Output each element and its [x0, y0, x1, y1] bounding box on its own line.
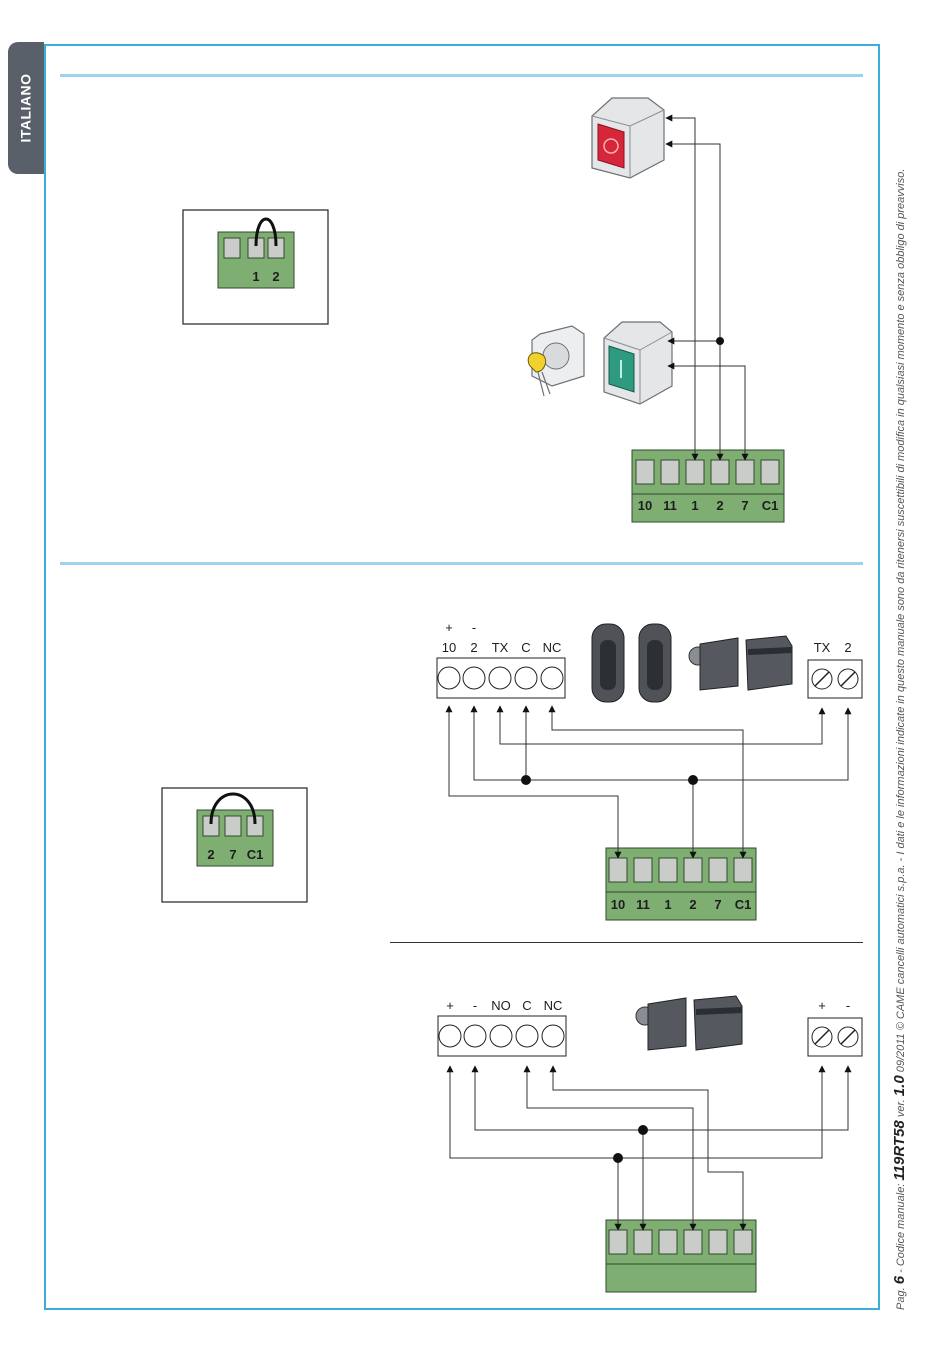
- safety-tx-label: +: [818, 998, 826, 1013]
- photocell-rx-label: NC: [543, 640, 562, 655]
- safety-contact-devices-top: [688, 635, 793, 691]
- jumper-2-label: 7: [229, 847, 236, 862]
- divider-middle: [60, 562, 863, 565]
- jumper-1-label: 2: [272, 269, 279, 284]
- safety-tx-terminal: + -: [807, 998, 863, 1057]
- start-button-device: [603, 321, 673, 405]
- photocell-rx-label: C: [521, 640, 530, 655]
- jumper-1-wire: [254, 217, 278, 247]
- language-tab: [8, 42, 44, 174]
- safety-rx-label: C: [522, 998, 531, 1013]
- key-icon: [527, 352, 547, 373]
- board-mid-terminal-label: C1: [735, 897, 752, 912]
- safety-rx-label: NC: [544, 998, 563, 1013]
- photocell-tx-label: 2: [844, 640, 851, 655]
- safety-rx-label: -: [473, 998, 477, 1013]
- page-frame: [44, 44, 880, 1310]
- jumper-2-label: 2: [207, 847, 214, 862]
- safety-tx-label: -: [846, 998, 850, 1013]
- safety-rx-label: NO: [491, 998, 511, 1013]
- junction-dot: [688, 775, 698, 785]
- board-top: 10 11 1 2 7 C1: [631, 449, 785, 523]
- junction-dot: [638, 1125, 648, 1135]
- board-middle: 10 11 1 2 7 C1: [605, 847, 757, 921]
- board-mid-terminal-label: 2: [689, 897, 696, 912]
- photocell-rx-label: 10: [442, 640, 456, 655]
- photocell-rx-terminal: + - 10 2 TX C NC: [436, 620, 566, 699]
- jumper-2-wire: [209, 792, 257, 825]
- photocell-devices: [591, 623, 672, 703]
- photocell-tx-terminal: TX 2: [807, 640, 863, 699]
- jumper-2-label: C1: [247, 847, 264, 862]
- board-top-terminal-label: 7: [741, 498, 748, 513]
- divider-top: [60, 74, 863, 77]
- board-top-terminal-label: 10: [638, 498, 652, 513]
- board-top-terminal-label: 1: [691, 498, 698, 513]
- junction-dot: [521, 775, 531, 785]
- divider-bottom-section: [390, 942, 863, 943]
- jumper-1-box: 1 2: [182, 209, 329, 325]
- jumper-1-label: 1: [252, 269, 259, 284]
- board-mid-terminal-label: 11: [636, 897, 650, 912]
- top-wiring: [665, 114, 749, 461]
- photocell-rx-plus: +: [445, 620, 453, 635]
- board-top-terminal-label: C1: [762, 498, 779, 513]
- photocell-rx-label: TX: [492, 640, 509, 655]
- safety-contact-devices-bottom: [635, 995, 743, 1051]
- board-top-terminal-label: 2: [716, 498, 723, 513]
- stop-button-icon: [603, 138, 619, 154]
- board-bottom: [605, 1219, 757, 1293]
- bottom-wiring: [446, 1065, 852, 1231]
- stop-button-device: [591, 97, 665, 179]
- safety-rx-terminal: + - NO C NC: [437, 998, 567, 1057]
- photocell-rx-minus: -: [472, 620, 476, 635]
- photocell-tx-label: TX: [814, 640, 831, 655]
- photocell-rx-label: 2: [470, 640, 477, 655]
- board-mid-terminal-label: 1: [664, 897, 671, 912]
- junction-dot: [613, 1153, 623, 1163]
- key-selector-device: [527, 325, 585, 397]
- safety-rx-label: +: [446, 998, 454, 1013]
- jumper-2-box: 2 7 C1: [161, 787, 308, 903]
- board-mid-terminal-label: 7: [714, 897, 721, 912]
- board-mid-terminal-label: 10: [611, 897, 625, 912]
- junction-dot: [716, 337, 724, 345]
- middle-wiring: [445, 705, 852, 859]
- board-top-terminal-label: 11: [663, 498, 677, 513]
